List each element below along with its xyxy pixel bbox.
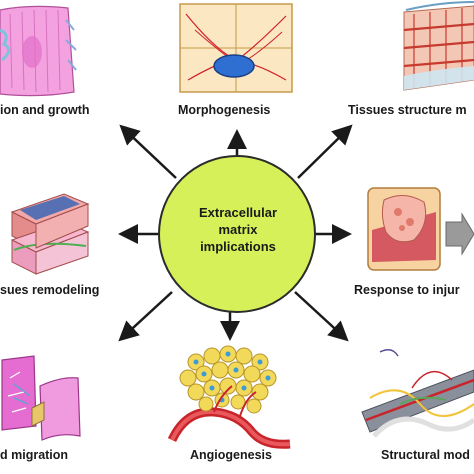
migration-illustration — [1, 355, 81, 441]
angiogenesis-illustration — [167, 345, 291, 449]
injury-illustration — [367, 187, 474, 271]
center-title-line-3: implications — [200, 239, 276, 254]
label-proliferation: ion and growth — [0, 103, 90, 117]
arrow-up-right — [297, 124, 353, 179]
structural-illustration — [361, 349, 474, 438]
arrow-down-left — [118, 291, 173, 342]
remodeling-illustration — [10, 193, 90, 275]
label-injury: Response to injur — [354, 283, 460, 297]
center-title: Extracellular matrix implications — [160, 204, 316, 255]
tissue-structure-illustration — [403, 1, 474, 91]
arrows — [118, 124, 353, 342]
proliferation-illustration — [0, 5, 77, 97]
center-title-line-1: Extracellular — [198, 205, 278, 220]
arrow-up-left — [119, 124, 177, 179]
label-tissue-structure: Tissues structure m — [348, 103, 467, 117]
morphogenesis-illustration — [179, 3, 293, 93]
center-title-line-2: matrix — [218, 222, 258, 237]
label-remodeling: sues remodeling — [0, 283, 100, 297]
label-morphogenesis: Morphogenesis — [178, 103, 271, 117]
label-angiogenesis: Angiogenesis — [190, 448, 272, 462]
label-structural: Structural mod — [381, 448, 470, 462]
label-migration: d migration — [0, 448, 69, 462]
arrow-down-right — [294, 291, 349, 342]
center-circle — [158, 155, 316, 313]
